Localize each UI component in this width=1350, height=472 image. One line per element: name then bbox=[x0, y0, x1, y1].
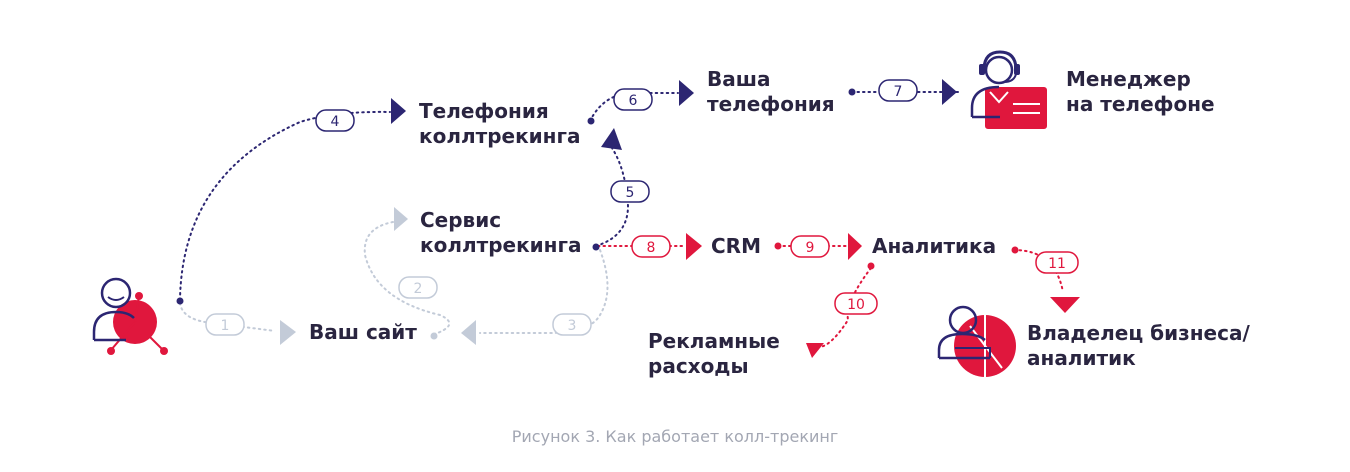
step-label-9: 9 bbox=[806, 240, 815, 256]
node-your-telephony: Ваша телефония bbox=[707, 67, 835, 117]
step-label-7: 7 bbox=[894, 84, 903, 100]
step-badge-9: 9 bbox=[790, 235, 830, 258]
arrow-your-telephony bbox=[679, 80, 694, 106]
node-manager-on-phone-line-1: Менеджер bbox=[1066, 67, 1191, 91]
arrow-manager bbox=[942, 79, 957, 105]
node-manager-on-phone: Менеджер на телефоне bbox=[1066, 67, 1215, 117]
node-telephony-calltracking-line-1: Телефония bbox=[419, 99, 549, 123]
node-your-site: Ваш сайт bbox=[309, 320, 417, 345]
step-badge-11: 11 bbox=[1035, 251, 1079, 274]
step-label-10: 10 bbox=[847, 297, 865, 313]
connector-dots bbox=[176, 88, 1019, 340]
node-calltracking-service-line-2: коллтрекинга bbox=[420, 233, 582, 257]
node-manager-on-phone-line-2: на телефоне bbox=[1066, 92, 1215, 116]
visitor-icon bbox=[92, 277, 168, 355]
arrow-analytics bbox=[848, 233, 862, 260]
step-badges: 1 2 3 4 5 6 7 8 bbox=[205, 79, 1079, 336]
arrow-ads bbox=[806, 343, 824, 358]
step-label-3: 3 bbox=[568, 318, 577, 334]
step-badge-7: 7 bbox=[878, 79, 918, 102]
step-badge-2: 2 bbox=[398, 276, 438, 299]
arrow-owner bbox=[1050, 297, 1080, 313]
connector-2 bbox=[363, 221, 451, 336]
step-badge-8: 8 bbox=[631, 235, 671, 258]
call-center-operator-icon bbox=[970, 50, 1047, 129]
node-calltracking-service-line-1: Сервис bbox=[420, 208, 502, 232]
connectors bbox=[179, 91, 1064, 348]
step-badge-4: 4 bbox=[315, 109, 355, 132]
node-ad-spend-line-2: расходы bbox=[648, 354, 749, 378]
node-calltracking-service: Сервис коллтрекинга bbox=[420, 208, 581, 258]
node-business-owner-line-1: Владелец бизнеса/ bbox=[1027, 321, 1250, 345]
connector-10 bbox=[819, 267, 872, 348]
step-badge-6: 6 bbox=[613, 88, 653, 111]
step-label-4: 4 bbox=[331, 114, 340, 130]
figure-caption: Рисунок 3. Как работает колл-трекинг bbox=[511, 427, 839, 446]
step-label-8: 8 bbox=[647, 240, 656, 256]
step-label-6: 6 bbox=[629, 93, 638, 109]
arrow-site-back bbox=[461, 320, 476, 345]
node-business-owner: Владелец бизнеса/ аналитик bbox=[1027, 321, 1250, 371]
connector-5 bbox=[595, 147, 630, 247]
node-ad-spend-line-1: Рекламные bbox=[648, 329, 780, 353]
step-label-5: 5 bbox=[626, 185, 635, 201]
business-owner-icon bbox=[937, 305, 1016, 377]
step-badge-3: 3 bbox=[552, 313, 592, 336]
step-badge-10: 10 bbox=[834, 292, 878, 315]
arrowheads bbox=[280, 79, 1080, 358]
connector-3 bbox=[479, 249, 609, 334]
step-badge-5: 5 bbox=[610, 180, 650, 203]
node-analytics-label: Аналитика bbox=[872, 234, 997, 258]
node-your-telephony-line-2: телефония bbox=[707, 92, 835, 116]
node-ad-spend: Рекламные расходы bbox=[648, 329, 780, 379]
node-crm: CRM bbox=[711, 234, 761, 259]
arrow-telephony-ct bbox=[391, 98, 406, 124]
connector-4 bbox=[179, 110, 391, 301]
node-your-telephony-line-1: Ваша bbox=[707, 67, 771, 91]
step-badge-1: 1 bbox=[205, 313, 245, 336]
node-crm-label: CRM bbox=[711, 234, 761, 258]
node-business-owner-line-2: аналитик bbox=[1027, 346, 1136, 370]
node-your-site-label: Ваш сайт bbox=[309, 320, 417, 344]
node-analytics: Аналитика bbox=[872, 234, 996, 259]
node-telephony-calltracking-line-2: коллтрекинга bbox=[419, 124, 581, 148]
step-label-2: 2 bbox=[414, 281, 423, 297]
connector-1 bbox=[179, 302, 276, 332]
node-telephony-calltracking: Телефония коллтрекинга bbox=[419, 99, 580, 149]
step-label-1: 1 bbox=[221, 318, 230, 334]
arrow-site bbox=[280, 320, 296, 345]
step-label-11: 11 bbox=[1048, 256, 1066, 272]
arrow-telephony-up bbox=[601, 128, 622, 150]
arrow-service bbox=[394, 207, 408, 231]
arrow-crm bbox=[686, 233, 702, 260]
